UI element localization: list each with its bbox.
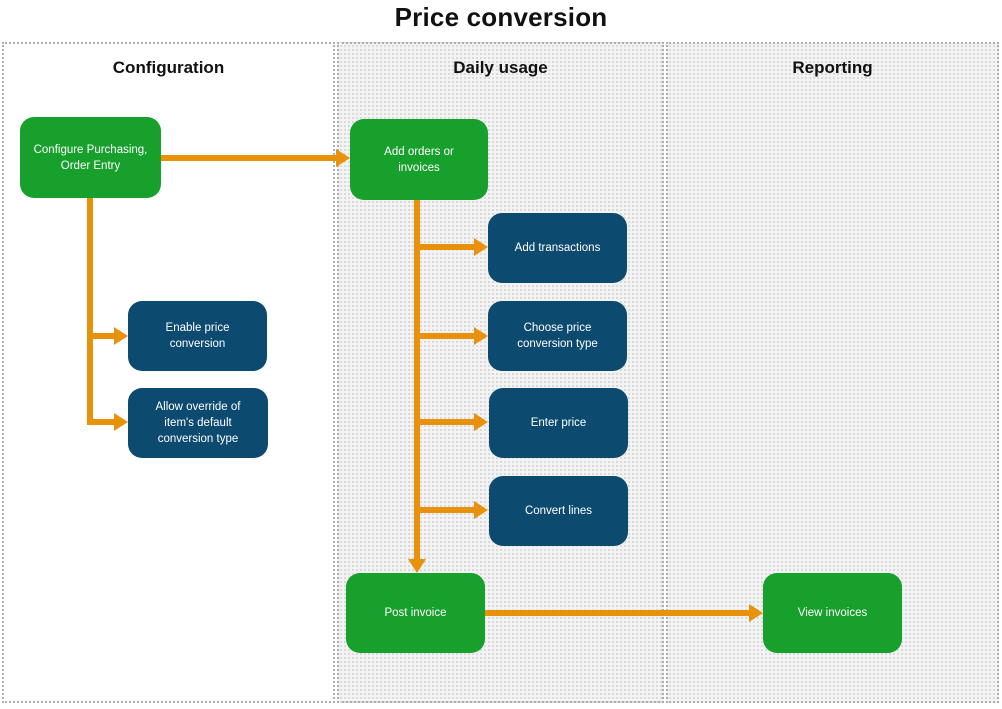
node-add-orders: Add orders or invoices: [350, 119, 488, 200]
connector-add-orders-trunk: [414, 200, 420, 559]
node-add-orders-label: Add orders or invoices: [384, 145, 454, 174]
connector-configure-to-enable: [87, 333, 114, 339]
arrowhead-to-add-transactions: [474, 238, 488, 256]
node-convert-lines: Convert lines: [489, 476, 628, 546]
node-view-invoices-label: View invoices: [797, 607, 868, 619]
node-choose-price-conversion-type-label: Choose price conversion type: [517, 322, 598, 350]
lane-daily-usage-title: Daily usage: [453, 58, 548, 77]
arrowhead-post-to-view-invoices: [749, 604, 763, 622]
lane-reporting: Reporting: [666, 42, 999, 703]
arrowhead-configure-to-enable: [114, 327, 128, 345]
page-title: Price conversion: [394, 2, 608, 32]
arrowhead-configure-to-add-orders: [336, 149, 350, 167]
node-convert-lines-label: Convert lines: [524, 505, 593, 517]
lane-configuration-title: Configuration: [112, 58, 225, 77]
connector-to-add-transactions: [417, 244, 474, 250]
node-add-transactions-label: Add transactions: [514, 242, 601, 254]
arrowhead-to-choose-price: [474, 327, 488, 345]
arrowhead-to-enter-price: [474, 413, 488, 431]
connector-to-enter-price: [417, 419, 474, 425]
connector-post-to-view-invoices: [485, 610, 749, 616]
node-post-invoice-label: Post invoice: [384, 607, 447, 619]
node-post-invoice: Post invoice: [346, 573, 485, 653]
connector-to-choose-price: [417, 333, 474, 339]
node-enter-price-label: Enter price: [530, 417, 587, 429]
node-enable-price-conversion: Enable price conversion: [128, 301, 267, 371]
arrowhead-to-convert-lines: [474, 501, 488, 519]
node-choose-price-conversion-type: Choose price conversion type: [488, 301, 627, 371]
connector-configure-trunk: [87, 198, 93, 425]
connector-to-convert-lines: [417, 507, 474, 513]
lane-reporting-title: Reporting: [792, 58, 873, 77]
node-enable-price-conversion-label: Enable price conversion: [165, 322, 230, 350]
node-enter-price: Enter price: [489, 388, 628, 458]
connector-configure-to-allow-override: [87, 419, 114, 425]
node-view-invoices: View invoices: [763, 573, 902, 653]
node-allow-override-label: Allow override of item's default convers…: [155, 401, 241, 445]
connector-configure-to-add-orders: [161, 155, 337, 161]
node-allow-override: Allow override of item's default convers…: [128, 388, 268, 458]
arrowhead-configure-to-allow-override: [114, 413, 128, 431]
node-configure-purchasing-label: Configure Purchasing, Order Entry: [33, 143, 148, 172]
node-add-transactions: Add transactions: [488, 213, 627, 283]
arrowhead-to-post-invoice: [408, 559, 426, 573]
node-configure-purchasing: Configure Purchasing, Order Entry: [20, 117, 161, 198]
